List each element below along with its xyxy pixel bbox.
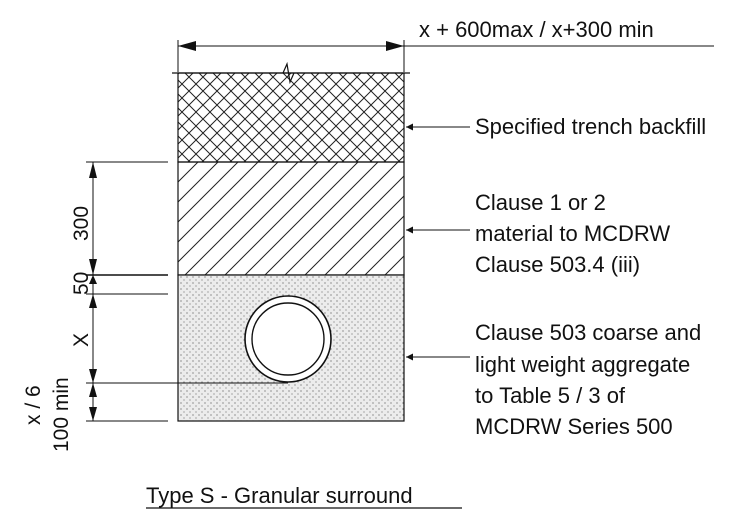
dim-x-label: X bbox=[70, 333, 93, 347]
selected-fill-layer bbox=[177, 161, 405, 276]
diagram-caption: Type S - Granular surround bbox=[146, 483, 413, 508]
dim-100min-label: 100 min bbox=[50, 377, 73, 452]
break-symbol bbox=[282, 61, 295, 85]
clause-label-2: material to MCDRW bbox=[475, 221, 670, 246]
vdim-arrow-x-top bbox=[89, 294, 97, 308]
clause-label-3: Clause 503.4 (iii) bbox=[475, 252, 640, 277]
top-dimension-label: x + 600max / x+300 min bbox=[419, 17, 654, 42]
vdim-arrow-x-bot bbox=[89, 369, 97, 383]
vdim-arrow-min-top bbox=[89, 383, 97, 397]
coarse-label-3: to Table 5 / 3 of bbox=[475, 383, 626, 408]
vdim-arrow-300-bot bbox=[89, 259, 97, 275]
vdim-arrow-50-top bbox=[89, 275, 97, 284]
dim-x6-label: x / 6 bbox=[22, 385, 45, 425]
coarse-label-2: light weight aggregate bbox=[475, 352, 690, 377]
pipe-inner bbox=[251, 302, 325, 376]
top-dim-arrow-right bbox=[386, 41, 404, 51]
top-dim-arrow-left bbox=[178, 41, 196, 51]
vdim-arrow-300-top bbox=[89, 162, 97, 178]
backfill-layer bbox=[177, 72, 405, 163]
coarse-label-4: MCDRW Series 500 bbox=[475, 414, 673, 439]
backfill-label: Specified trench backfill bbox=[475, 114, 706, 139]
dim-300-label: 300 bbox=[70, 206, 93, 241]
dim-50-label: 50 bbox=[70, 272, 93, 295]
vdim-arrow-min-bot bbox=[89, 407, 97, 421]
clause-label-1: Clause 1 or 2 bbox=[475, 190, 606, 215]
coarse-label-1: Clause 503 coarse and bbox=[475, 320, 701, 345]
